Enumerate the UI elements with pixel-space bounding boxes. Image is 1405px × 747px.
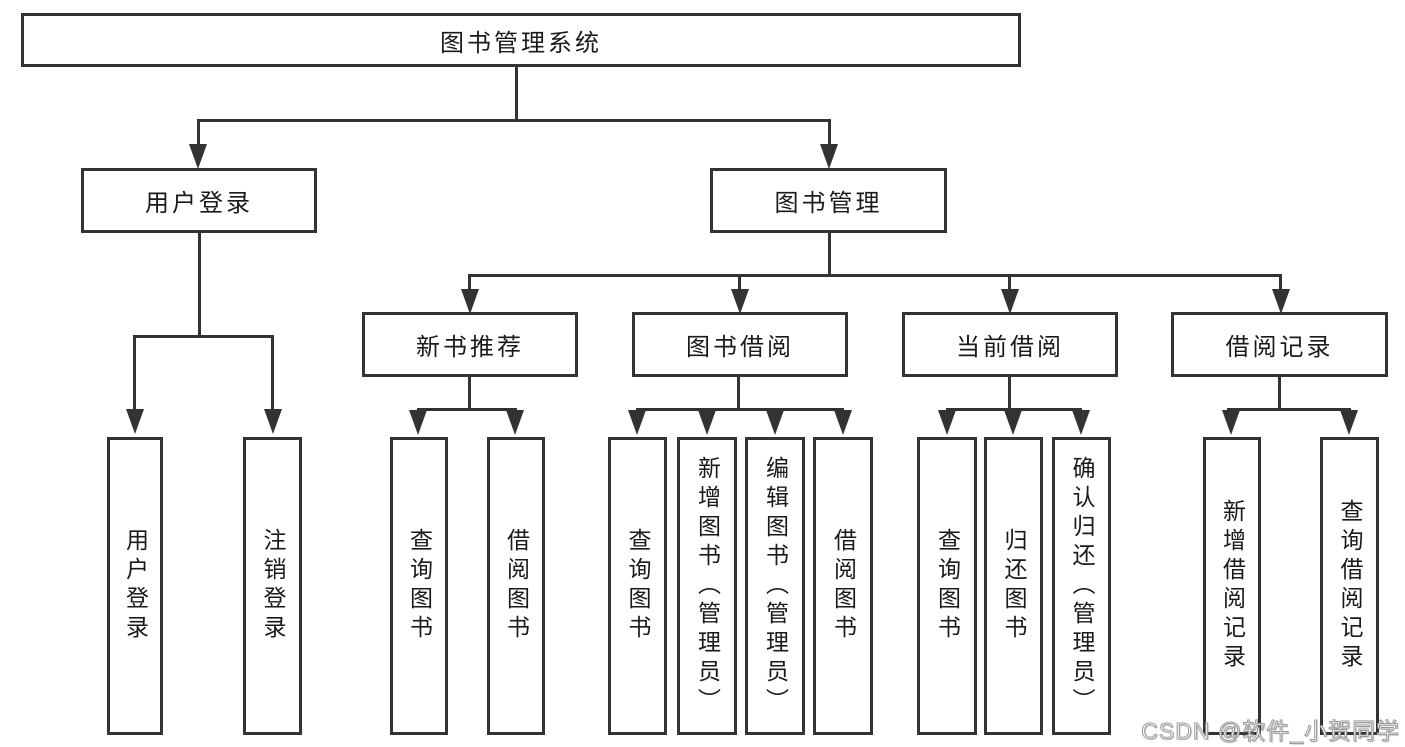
leaf-logout-label: 注销登录 bbox=[260, 528, 286, 644]
leaf-query-books-borrow-label: 查询图书 bbox=[625, 528, 651, 644]
connector-rail bbox=[133, 335, 274, 338]
connector-stem bbox=[1008, 377, 1011, 411]
connector-stem bbox=[133, 335, 136, 413]
arrowhead bbox=[264, 409, 282, 434]
leaf-query-borrow-record: 查询借阅记录 bbox=[1320, 437, 1379, 735]
arrowhead bbox=[834, 410, 852, 435]
leaf-logout: 注销登录 bbox=[243, 437, 302, 735]
leaf-edit-books-admin: 编辑图书（管理员） bbox=[745, 437, 805, 735]
connector-stem bbox=[468, 274, 471, 293]
leaf-add-borrow-record-label: 新增借阅记录 bbox=[1219, 499, 1246, 673]
node-borrow-records: 借阅记录 bbox=[1171, 312, 1388, 377]
connector-stem bbox=[738, 274, 741, 293]
connector-stem bbox=[198, 233, 201, 335]
connector-stem bbox=[828, 233, 831, 277]
arrowhead bbox=[820, 144, 838, 169]
leaf-borrow-books: 借阅图书 bbox=[813, 437, 873, 735]
leaf-add-borrow-record: 新增借阅记录 bbox=[1203, 437, 1261, 735]
connector-stem bbox=[737, 377, 740, 411]
leaf-return-books-label: 归还图书 bbox=[1001, 528, 1027, 644]
leaf-borrow-books-label: 借阅图书 bbox=[830, 528, 857, 644]
node-book-borrow-label: 图书借阅 bbox=[686, 334, 794, 361]
leaf-query-books-current: 查询图书 bbox=[917, 437, 977, 735]
node-new-book-recommend-label: 新书推荐 bbox=[416, 334, 524, 361]
leaf-confirm-return-admin-label: 确认归还（管理员） bbox=[1069, 455, 1095, 717]
arrowhead bbox=[938, 410, 956, 435]
node-borrow-records-label: 借阅记录 bbox=[1225, 334, 1334, 361]
arrowhead bbox=[1272, 289, 1290, 314]
node-root-label: 图书管理系统 bbox=[440, 29, 602, 57]
arrowhead bbox=[628, 410, 646, 435]
leaf-query-books-borrow: 查询图书 bbox=[608, 437, 667, 735]
arrowhead bbox=[461, 289, 479, 314]
connector-stem bbox=[271, 335, 274, 413]
connector-level2-rail bbox=[197, 119, 831, 122]
connector-stem bbox=[468, 377, 471, 411]
arrowhead bbox=[409, 410, 427, 435]
connector-stem bbox=[1278, 377, 1281, 411]
connector-rail bbox=[946, 408, 1082, 411]
connector-level3-rail bbox=[468, 274, 1282, 277]
csdn-watermark: CSDN @软件_小贺同学 bbox=[1141, 718, 1400, 745]
arrowhead bbox=[126, 409, 144, 434]
leaf-edit-books-admin-label: 编辑图书（管理员） bbox=[762, 455, 789, 717]
leaf-user-login: 用户登录 bbox=[107, 437, 163, 735]
connector-rail bbox=[1227, 408, 1351, 411]
leaf-confirm-return-admin: 确认归还（管理员） bbox=[1052, 437, 1111, 735]
connector-stem bbox=[1008, 274, 1011, 293]
leaf-query-books-current-label: 查询图书 bbox=[934, 528, 961, 644]
leaf-return-books: 归还图书 bbox=[984, 437, 1043, 735]
connector-stem bbox=[828, 119, 831, 147]
leaf-borrow-books-recommend-label: 借阅图书 bbox=[503, 528, 530, 644]
arrowhead bbox=[506, 410, 524, 435]
node-user-login: 用户登录 bbox=[81, 168, 317, 233]
node-new-book-recommend: 新书推荐 bbox=[362, 312, 578, 377]
node-book-management-label: 图书管理 bbox=[774, 190, 883, 217]
arrowhead bbox=[766, 410, 784, 435]
arrowhead bbox=[1222, 410, 1240, 435]
arrowhead bbox=[1004, 410, 1022, 435]
connector-stem bbox=[1279, 274, 1282, 293]
leaf-add-books-admin: 新增图书（管理员） bbox=[677, 437, 737, 735]
arrowhead bbox=[698, 410, 716, 435]
connector-root-stem bbox=[515, 67, 518, 120]
node-root: 图书管理系统 bbox=[21, 13, 1021, 67]
node-user-login-label: 用户登录 bbox=[145, 190, 253, 217]
connector-stem bbox=[197, 119, 200, 147]
node-current-borrow: 当前借阅 bbox=[902, 312, 1118, 377]
leaf-user-login-label: 用户登录 bbox=[122, 528, 149, 644]
arrowhead bbox=[189, 144, 207, 169]
node-current-borrow-label: 当前借阅 bbox=[956, 334, 1064, 361]
leaf-query-books-recommend-label: 查询图书 bbox=[406, 528, 433, 644]
arrowhead bbox=[1340, 410, 1358, 435]
arrowhead bbox=[1001, 289, 1019, 314]
connector-rail bbox=[636, 408, 844, 411]
leaf-query-books-recommend: 查询图书 bbox=[390, 437, 448, 735]
node-book-management: 图书管理 bbox=[710, 168, 947, 233]
leaf-borrow-books-recommend: 借阅图书 bbox=[487, 437, 545, 735]
node-book-borrow: 图书借阅 bbox=[632, 312, 848, 377]
connector-rail bbox=[417, 408, 517, 411]
arrowhead bbox=[1072, 410, 1090, 435]
leaf-add-books-admin-label: 新增图书（管理员） bbox=[694, 455, 721, 717]
leaf-query-borrow-record-label: 查询借阅记录 bbox=[1337, 499, 1363, 673]
arrowhead bbox=[731, 289, 749, 314]
